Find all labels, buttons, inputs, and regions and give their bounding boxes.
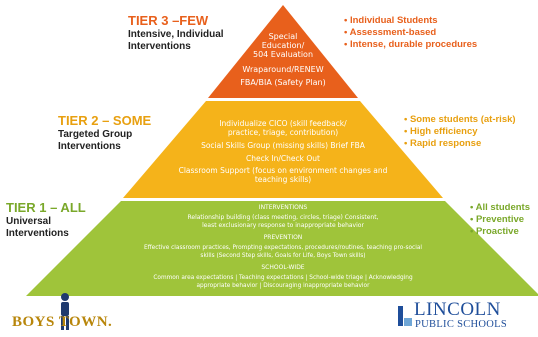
tier1-line: Relationship building (class meeting, ci… bbox=[187, 214, 379, 221]
tier3-line: Wraparound/RENEW bbox=[242, 65, 324, 74]
tier2-bullet: Some students (at-risk) bbox=[404, 114, 516, 126]
tier3-bullet: Individual Students bbox=[344, 15, 477, 27]
lincoln-logo: LINCOLN PUBLIC SCHOOLS bbox=[398, 300, 530, 336]
tier1-heading: INTERVENTIONS bbox=[258, 204, 308, 211]
tier1-heading: PREVENTION bbox=[263, 234, 303, 241]
boystown-logo: BOYS TOWN. bbox=[12, 314, 113, 330]
tier3-bullets: Individual Students Assessment-based Int… bbox=[344, 15, 478, 51]
tier1-line: Effective classroom practices, Prompting… bbox=[143, 245, 423, 251]
tier2-line: teaching skills) bbox=[254, 175, 312, 184]
tier1-title: TIER 1 – ALL bbox=[6, 200, 86, 215]
lincoln-subtitle: PUBLIC SCHOOLS bbox=[415, 319, 508, 330]
tier1-bullet: Proactive bbox=[470, 226, 530, 238]
lincoln-mark-icon bbox=[398, 306, 412, 326]
tier2-line: practice, triage, contribution) bbox=[227, 128, 339, 137]
tier1-bullet: All students bbox=[470, 202, 530, 214]
tier1-line: appropriate behavior | Discouraging inap… bbox=[196, 283, 370, 289]
tier3-line: 504 Evaluation bbox=[252, 50, 314, 59]
tier3-line: Special bbox=[268, 32, 298, 41]
tier1-line: skills (Second Step skills, Goals for Li… bbox=[200, 253, 366, 259]
tier2-bullet: Rapid response bbox=[404, 138, 516, 150]
tier3-triangle bbox=[208, 5, 358, 98]
tier1-subtitle-2: Interventions bbox=[6, 228, 69, 239]
tier3-title: TIER 3 –FEW bbox=[128, 13, 209, 28]
tier3-subtitle-2: Interventions bbox=[128, 41, 191, 52]
tier1-bullet: Preventive bbox=[470, 214, 530, 226]
boystown-figure-icon bbox=[61, 293, 69, 330]
tier2-title: TIER 2 – SOME bbox=[58, 113, 152, 128]
tier2-line: Classroom Support (focus on environment … bbox=[178, 166, 388, 175]
tier1-line: Common area expectations | Teaching expe… bbox=[153, 275, 413, 281]
tier1-line: least exclusionary response to inappropr… bbox=[202, 222, 364, 229]
tier3-bullet: Assessment-based bbox=[344, 27, 477, 39]
tier2-subtitle-2: Interventions bbox=[58, 141, 121, 152]
tier1-subtitle-1: Universal bbox=[6, 216, 52, 227]
tier1-heading: SCHOOL-WIDE bbox=[261, 264, 305, 271]
tier3-line: Education/ bbox=[261, 41, 305, 50]
tier2-line: Check In/Check Out bbox=[245, 154, 320, 163]
tier3-line: FBA/BIA (Safety Plan) bbox=[240, 78, 326, 87]
tier2-bullets: Some students (at-risk) High efficiency … bbox=[404, 114, 516, 150]
tier1-bullets: All students Preventive Proactive bbox=[470, 202, 530, 238]
tier2-line: Individualize CICO (skill feedback/ bbox=[219, 119, 347, 128]
tier2-bullet: High efficiency bbox=[404, 126, 516, 138]
tier2-subtitle-1: Targeted Group bbox=[58, 129, 133, 140]
lincoln-name: LINCOLN bbox=[414, 299, 501, 320]
tier1-trapezoid bbox=[26, 201, 538, 296]
tier3-subtitle-1: Intensive, Individual bbox=[128, 29, 224, 40]
tier2-line: Social Skills Group (missing skills) Bri… bbox=[201, 141, 365, 150]
tier2-trapezoid bbox=[123, 101, 443, 198]
tier3-bullet: Intense, durable procedures bbox=[344, 39, 477, 51]
